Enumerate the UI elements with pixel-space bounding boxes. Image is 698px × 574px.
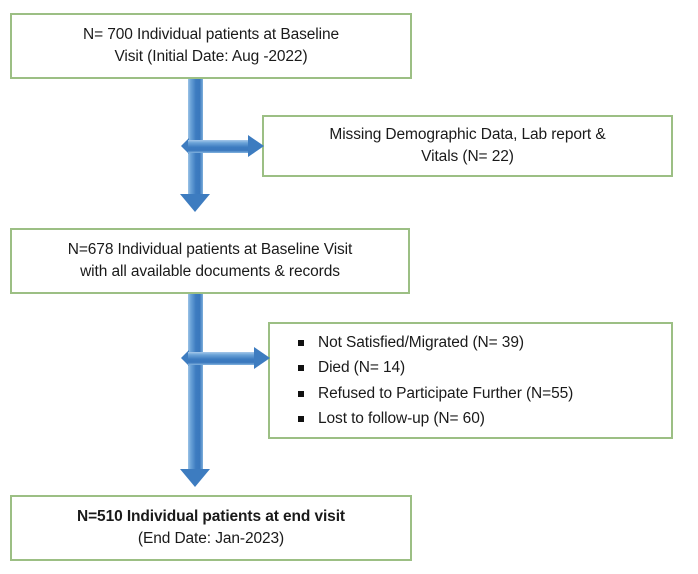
connector-baseline-to-missing-data [188, 140, 248, 153]
node-end-visit-line-1: N=510 Individual patients at end visit [77, 507, 345, 525]
arrow-tail-nub-icon [181, 138, 189, 154]
arrowhead-down-icon [180, 194, 210, 212]
node-baseline-line-2: Visit (Initial Date: Aug -2022) [114, 48, 308, 65]
node-missing-data: Missing Demographic Data, Lab report & V… [262, 115, 673, 177]
arrowhead-down-icon [180, 469, 210, 487]
node-end-visit-line-2: (End Date: Jan-2023) [137, 530, 285, 547]
list-item: Lost to follow-up (N= 60) [298, 406, 671, 431]
node-available-records-line-1: N=678 Individual patients at Baseline Vi… [67, 240, 353, 258]
arrowhead-right-icon [248, 135, 264, 157]
node-baseline-line-1: N= 700 Individual patients at Baseline [83, 25, 339, 43]
node-missing-data-line-1: Missing Demographic Data, Lab report & [329, 125, 606, 143]
node-available-records: N=678 Individual patients at Baseline Vi… [10, 228, 410, 294]
attrition-list: Not Satisfied/Migrated (N= 39) Died (N= … [270, 330, 671, 431]
list-item: Died (N= 14) [298, 355, 671, 380]
list-item: Not Satisfied/Migrated (N= 39) [298, 330, 671, 355]
node-end-visit: N=510 Individual patients at end visit (… [10, 495, 412, 561]
connector-available-to-end [188, 294, 203, 471]
node-missing-data-line-2: Vitals (N= 22) [421, 148, 514, 165]
node-available-records-line-2: with all available documents & records [80, 263, 340, 280]
node-attrition-reasons: Not Satisfied/Migrated (N= 39) Died (N= … [268, 322, 673, 439]
arrow-tail-nub-icon [181, 350, 189, 366]
node-baseline-visit: N= 700 Individual patients at Baseline V… [10, 13, 412, 79]
connector-baseline-to-available [188, 79, 203, 196]
arrowhead-right-icon [254, 347, 270, 369]
list-item: Refused to Participate Further (N=55) [298, 381, 671, 406]
connector-available-to-attrition [188, 352, 254, 365]
